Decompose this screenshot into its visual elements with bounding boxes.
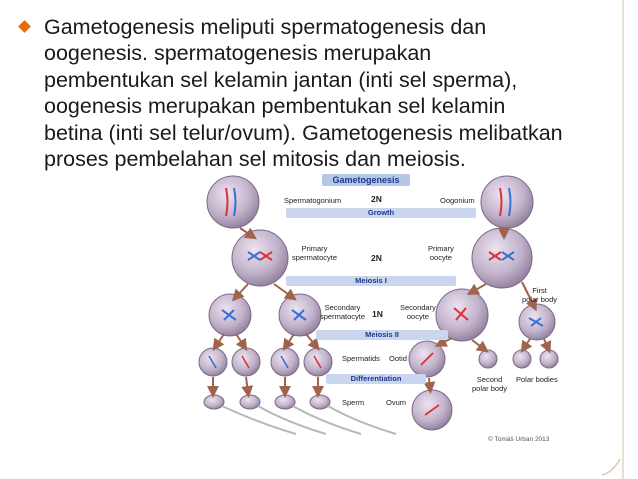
second-polar-body-cell — [478, 349, 498, 369]
label-oogonium: Oogonium — [440, 196, 475, 205]
secondary-spermatocyte-cell-1 — [208, 293, 252, 337]
label-spermatids: Spermatids — [342, 354, 380, 363]
oogonium-cell — [480, 175, 534, 229]
primary-spermatocyte-cell — [231, 229, 289, 287]
banner-meiosis-2: Meiosis II — [316, 330, 448, 340]
label-spermatogonium: Spermatogonium — [284, 196, 342, 205]
sperm-cells — [203, 394, 397, 435]
ovum-cell — [411, 389, 453, 431]
label-first-polar-body: First polar body — [522, 286, 558, 304]
diagram-title: Gametogenesis — [322, 174, 410, 186]
secondary-oocyte-cell — [435, 288, 489, 342]
flow-arrows — [207, 227, 552, 398]
label-2n-mid: 2N — [371, 253, 382, 263]
polar-body-cells — [512, 349, 559, 369]
banner-growth: Growth — [286, 208, 476, 218]
diagram-credit: © Tomáš Urban 2013 — [488, 436, 550, 443]
label-primary-spermatocyte: Primary spermatocyte — [292, 244, 338, 262]
primary-oocyte-cell — [471, 227, 533, 289]
banner-meiosis-1: Meiosis I — [286, 276, 456, 286]
label-second-polar-body: Second polar body — [472, 375, 508, 393]
bullet-icon — [18, 20, 31, 33]
label-1n: 1N — [372, 309, 383, 319]
gametogenesis-diagram: Gametogenesis Spermatogonium 2N Oogonium… — [196, 172, 576, 450]
label-polar-bodies: Polar bodies — [516, 375, 558, 384]
label-ootid: Ootid — [389, 354, 407, 363]
label-ovum: Ovum — [386, 398, 407, 407]
label-sperm: Sperm — [342, 398, 365, 407]
label-2n-top: 2N — [371, 194, 382, 204]
diagram-drawing — [198, 175, 559, 435]
label-primary-oocyte: Primary oocyte — [428, 244, 454, 262]
spermatogonium-cell — [206, 175, 260, 229]
spermatid-cells — [198, 347, 333, 377]
label-secondary-spermatocyte: Secondary spermatocyte — [320, 303, 366, 321]
first-polar-body-cell — [518, 303, 556, 341]
banner-differentiation: Differentiation — [326, 374, 426, 384]
slide-body-text: Gametogenesis meliputi spermatogenesis d… — [44, 15, 563, 172]
label-secondary-oocyte: Secondary oocyte — [400, 303, 436, 321]
secondary-spermatocyte-cell-2 — [278, 293, 322, 337]
corner-ornament-icon — [601, 458, 621, 476]
ootid-cell — [408, 340, 446, 378]
slide-accent-line — [622, 0, 624, 479]
